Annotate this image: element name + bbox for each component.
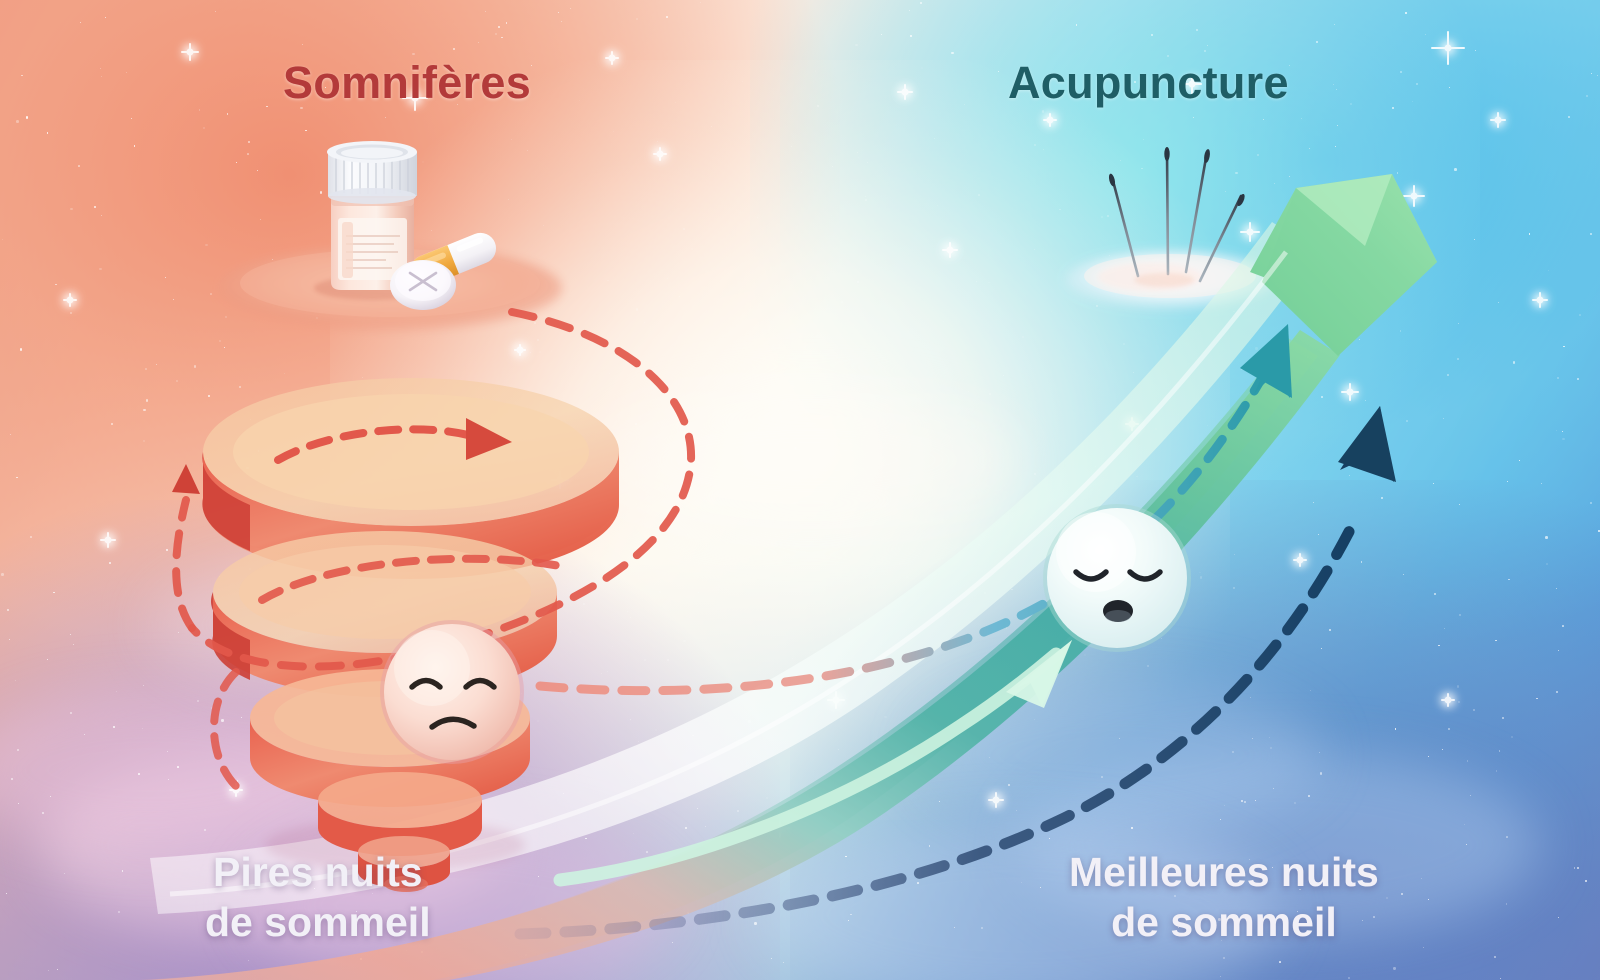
- page-title-somniferes: Somnifères: [283, 57, 532, 108]
- pill-bottle-icon: [314, 141, 430, 300]
- rising-arrow-icon: [140, 174, 1437, 980]
- caption-worst-nights: Pires nuits de sommeil: [205, 847, 431, 947]
- dashed-arrow-navy-icon: [514, 406, 1396, 940]
- caption-better-nights: Meilleures nuits de sommeil: [1069, 847, 1379, 947]
- dashed-arrow-red-icon: [172, 308, 696, 794]
- caption-worst-nights-line2: de sommeil: [205, 899, 431, 946]
- round-tablet-icon: [390, 260, 456, 310]
- cloud: [1020, 750, 1540, 940]
- caption-better-nights-line1: Meilleures nuits: [1069, 849, 1379, 895]
- inner-mint-arrow-icon: [553, 640, 1072, 887]
- spiral-ring-5: [358, 836, 450, 892]
- caption-worst-nights-line1: Pires nuits: [212, 849, 423, 895]
- sad-face-icon: [380, 620, 524, 764]
- spiral-ring-4: [318, 772, 482, 856]
- cloud: [760, 820, 1280, 980]
- caption-better-nights-line2: de sommeil: [1111, 899, 1337, 946]
- cloud: [600, 390, 1020, 530]
- sleeping-face-icon: [1043, 504, 1191, 652]
- page-title-acupuncture: Acupuncture: [1008, 57, 1289, 108]
- acupuncture-needles-icon: [1098, 147, 1245, 291]
- dashed-arrow-teal-icon: [535, 324, 1292, 696]
